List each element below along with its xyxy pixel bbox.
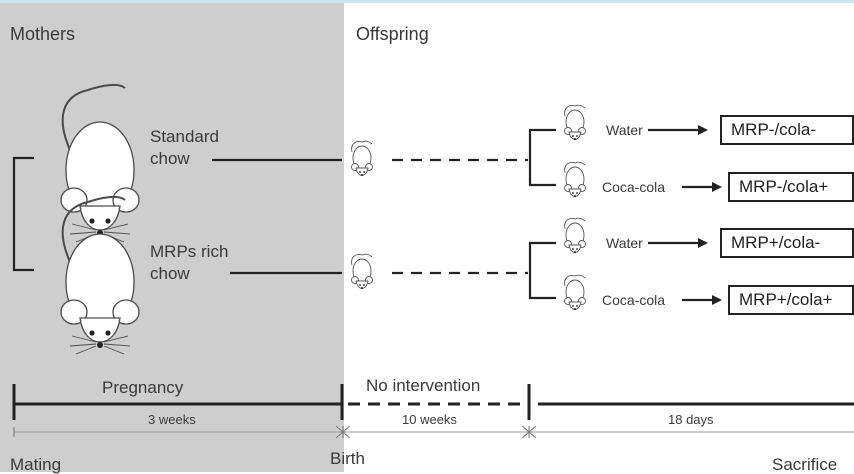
timepoint-birth: Birth bbox=[330, 449, 365, 468]
top-border bbox=[0, 0, 854, 3]
phase-pregnancy: Pregnancy bbox=[102, 378, 184, 397]
group-box: MRP+/cola- bbox=[720, 228, 854, 258]
duration-pregnancy: 3 weeks bbox=[148, 412, 196, 427]
timepoint-mating: Mating bbox=[10, 455, 62, 474]
drink-label: Coca-cola bbox=[602, 179, 666, 195]
diet-label-standard: Standard chow bbox=[150, 127, 219, 168]
drink-label: Water bbox=[606, 235, 643, 251]
diet-label-mrps: MRPs rich chow bbox=[150, 242, 229, 283]
group-box: MRP-/cola+ bbox=[728, 172, 854, 202]
drink-label: Water bbox=[606, 122, 643, 138]
drink-group-mouse-icon bbox=[564, 274, 586, 311]
offspring-header: Offspring bbox=[356, 24, 429, 44]
mothers-panel-background bbox=[0, 0, 344, 472]
mother-mouse-icon bbox=[60, 83, 140, 243]
timepoint-sacrifice: Sacrifice bbox=[772, 455, 838, 474]
group-box: MRP-/cola- bbox=[720, 115, 854, 145]
phase-no-intervention: No intervention bbox=[366, 376, 481, 395]
drink-group-mouse-icon bbox=[564, 161, 586, 198]
drink-group-mouse-icon bbox=[564, 217, 586, 254]
group-box: MRP+/cola+ bbox=[728, 285, 854, 315]
offspring-mouse-icon bbox=[351, 140, 373, 177]
offspring-mouse-icon bbox=[351, 253, 373, 290]
duration-drink: 18 days bbox=[668, 412, 714, 427]
drink-label: Coca-cola bbox=[602, 292, 666, 308]
drink-group-mouse-icon bbox=[564, 104, 586, 141]
mothers-header: Mothers bbox=[10, 24, 76, 44]
duration-no-intervention: 10 weeks bbox=[402, 412, 457, 427]
